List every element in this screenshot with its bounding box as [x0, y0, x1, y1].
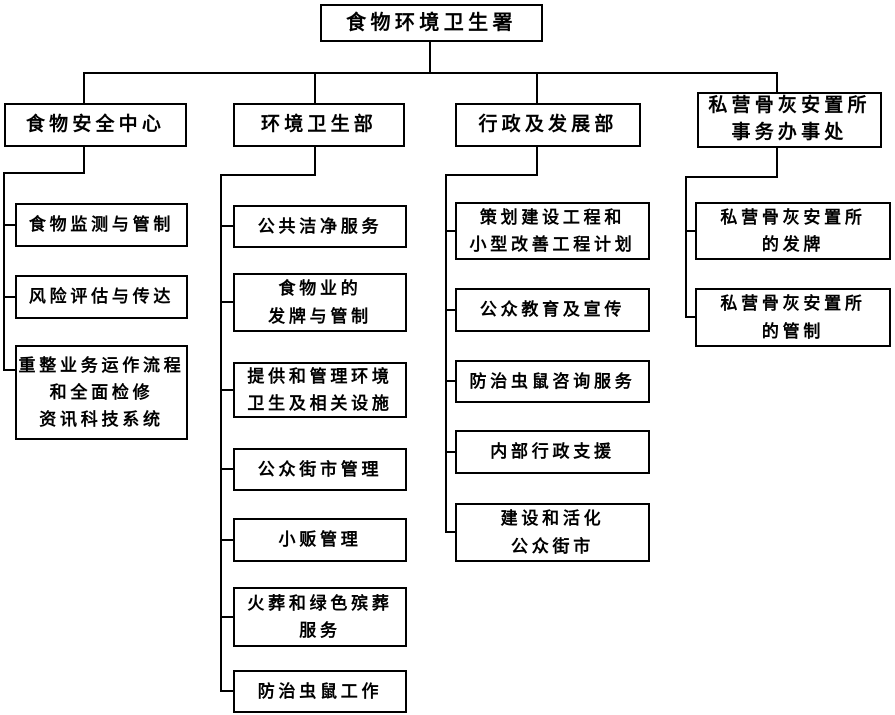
connector-col3-stub4 [445, 451, 455, 453]
connector-col1-stub2 [3, 296, 15, 298]
connector-col2-elbow [220, 174, 316, 176]
org-node-administration-development-branch: 行政及发展部 [455, 103, 641, 147]
connector-col3-stub3 [445, 380, 455, 382]
org-node-business-process-reengineering: 重整业务运作流程 和全面检修 资讯科技系统 [15, 345, 188, 440]
connector-col3-stub2 [445, 309, 455, 311]
connector-col2-stub2 [220, 301, 233, 303]
connector-col2-rail [220, 174, 222, 692]
org-node-building-revitalising-public-markets: 建设和活化 公众街市 [455, 503, 650, 562]
org-node-private-columbaria-control: 私营骨灰安置所 的管制 [695, 288, 891, 347]
connector-spine [83, 72, 778, 74]
connector-col4-rail [685, 176, 687, 318]
org-node-food-business-licensing-control: 食物业的 发牌与管制 [233, 273, 407, 332]
org-node-food-safety-centre: 食物安全中心 [4, 103, 187, 147]
connector-col4-header-drop [776, 148, 778, 178]
org-node-risk-assessment-communication: 风险评估与传达 [15, 275, 188, 319]
connector-col4-stub1 [685, 230, 695, 232]
org-node-environmental-hygiene-branch: 环境卫生部 [233, 103, 405, 147]
org-node-pest-control-advisory-services: 防治虫鼠咨询服务 [455, 360, 650, 403]
org-node-public-education-publicity: 公众教育及宣传 [455, 288, 650, 332]
connector-col3-stub5 [445, 531, 455, 533]
connector-col2-stub7 [220, 690, 233, 692]
connector-branch4-drop [776, 72, 778, 92]
connector-col3-elbow [445, 174, 538, 176]
connector-col1-elbow [3, 172, 85, 174]
org-node-internal-administrative-support: 内部行政支援 [455, 430, 650, 474]
org-node-private-columbaria-licensing: 私营骨灰安置所 的发牌 [695, 202, 891, 260]
connector-col2-stub4 [220, 468, 233, 470]
org-node-pest-control-work: 防治虫鼠工作 [233, 670, 407, 713]
connector-col4-elbow [685, 176, 778, 178]
connector-col2-stub1 [220, 225, 233, 227]
connector-branch1-drop [83, 72, 85, 103]
org-node-cremation-green-burial-services: 火葬和绿色殡葬 服务 [233, 587, 407, 647]
connector-col3-header-drop [536, 147, 538, 176]
connector-col3-rail [445, 174, 447, 533]
connector-col1-stub3 [3, 369, 15, 371]
connector-col4-stub2 [685, 316, 695, 318]
connector-col2-stub6 [220, 616, 233, 618]
connector-col1-header-drop [83, 147, 85, 174]
connector-col1-rail [3, 172, 5, 371]
org-node-food-surveillance-control: 食物监测与管制 [15, 203, 188, 247]
org-node-root: 食物环境卫生署 [320, 4, 543, 42]
connector-col2-stub3 [220, 389, 233, 391]
connector-col1-stub1 [3, 224, 15, 226]
org-node-public-cleansing-services: 公共洁净服务 [233, 205, 407, 248]
connector-root-drop [429, 42, 431, 72]
org-node-public-markets-management: 公众街市管理 [233, 448, 407, 491]
org-node-environmental-hygiene-facilities: 提供和管理环境 卫生及相关设施 [233, 362, 407, 418]
org-node-hawker-management: 小贩管理 [233, 518, 407, 562]
connector-branch2-drop [314, 72, 316, 103]
connector-col2-stub5 [220, 539, 233, 541]
connector-col3-stub1 [445, 230, 455, 232]
connector-col2-header-drop [314, 147, 316, 176]
connector-branch3-drop [536, 72, 538, 103]
org-node-private-columbaria-affairs-office: 私营骨灰安置所 事务办事处 [697, 92, 882, 148]
org-node-capital-minor-works-projects: 策划建设工程和 小型改善工程计划 [455, 202, 650, 260]
